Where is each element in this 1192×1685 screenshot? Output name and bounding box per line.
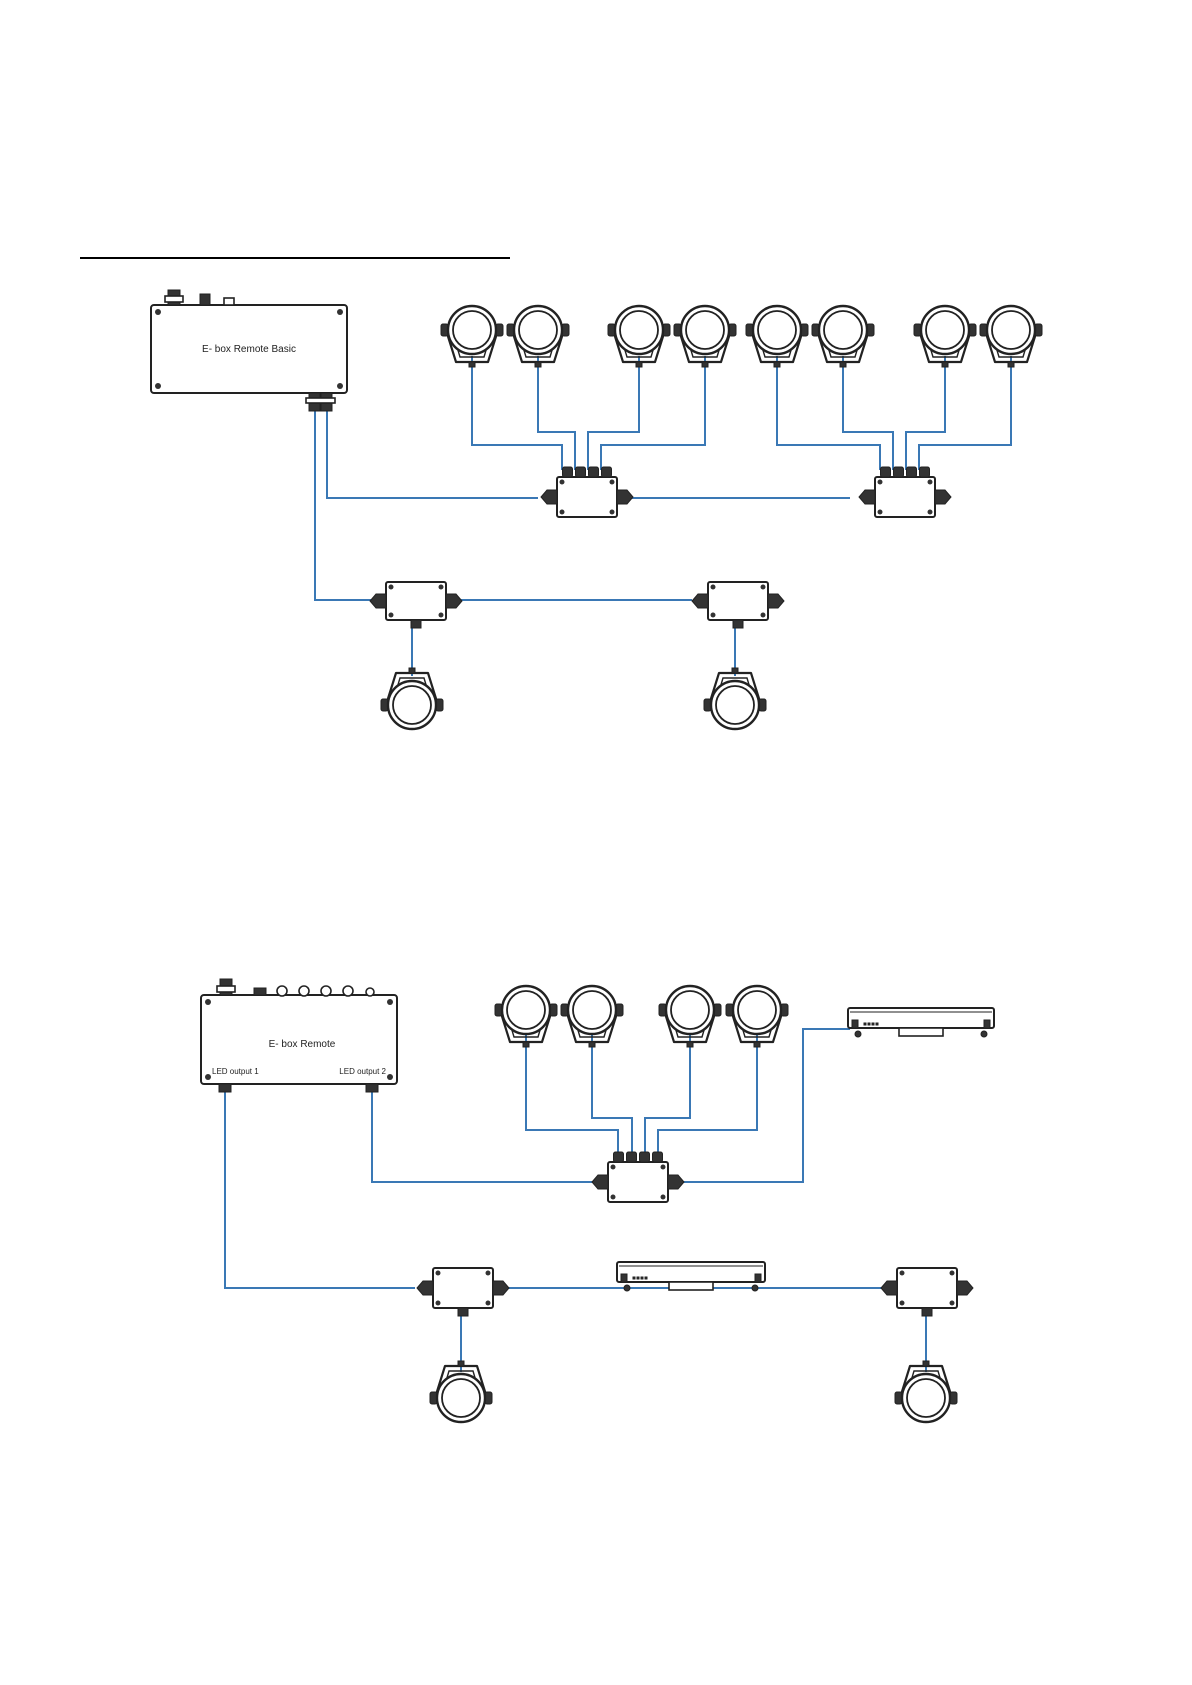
cable <box>777 356 880 470</box>
port-label-led-output-1: LED output 1 <box>212 1067 259 1076</box>
junction-box-icon <box>859 467 951 517</box>
led-bar-icon <box>848 1008 994 1037</box>
cable <box>538 356 575 470</box>
cable <box>315 410 378 600</box>
spotlight-icon <box>381 668 443 729</box>
cable <box>658 1035 757 1153</box>
cable <box>677 1029 850 1182</box>
junction-box-icon <box>370 582 462 628</box>
cable <box>906 356 945 470</box>
led-bar-icon <box>617 1262 765 1291</box>
controller-label: E- box Remote Basic <box>202 344 296 355</box>
spotlight-icon <box>704 668 766 729</box>
cable <box>225 1088 415 1288</box>
junction-box-icon <box>417 1268 509 1316</box>
devices <box>370 306 1042 1422</box>
cable <box>601 356 705 470</box>
port-label-led-output-2: LED output 2 <box>339 1067 386 1076</box>
junction-box-icon <box>541 467 633 517</box>
cable <box>472 356 562 470</box>
cable <box>843 356 893 470</box>
cable <box>327 410 538 498</box>
cable <box>526 1035 618 1153</box>
junction-box-icon <box>881 1268 973 1316</box>
cable <box>645 1035 690 1153</box>
junction-box-icon <box>692 582 784 628</box>
junction-box-icon <box>592 1152 684 1202</box>
cable <box>592 1035 632 1153</box>
diagram-2: E- box Remote LED output 1 LED output 2 <box>201 979 926 1372</box>
controller-label: E- box Remote <box>269 1039 336 1050</box>
cable <box>372 1088 600 1182</box>
cable <box>588 356 639 470</box>
cable <box>919 356 1011 470</box>
